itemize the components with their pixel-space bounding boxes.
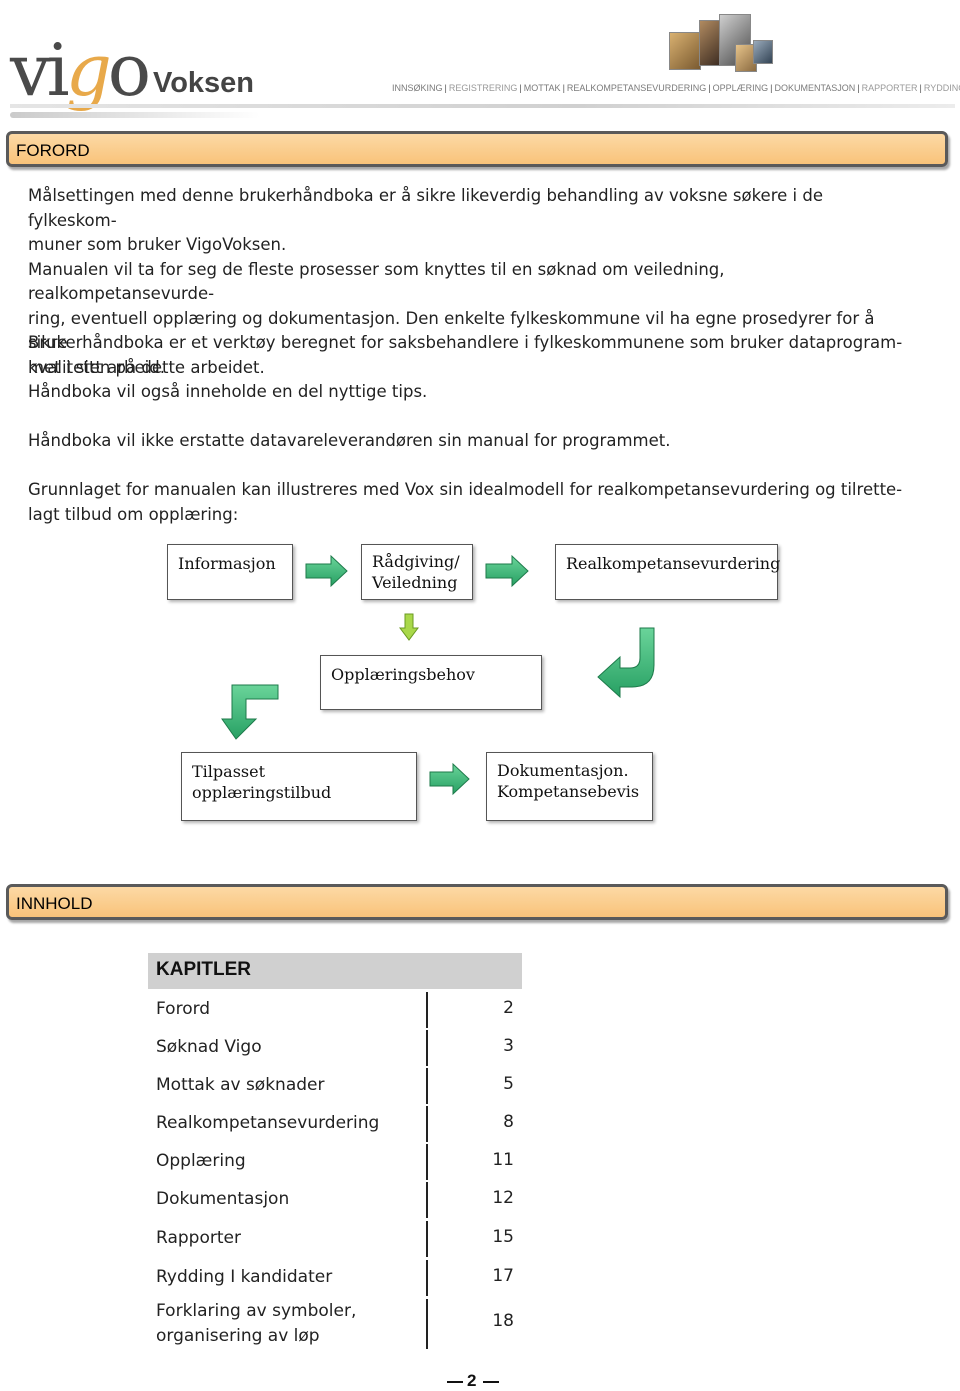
nav-item-realkompetansevurdering[interactable]: REALKOMPETANSEVURDERING bbox=[566, 83, 707, 93]
diagram-box-dokumentasjon: Dokumentasjon. Kompetansebevis bbox=[486, 752, 653, 821]
toc-row[interactable]: Rapporter 15 bbox=[148, 1221, 522, 1257]
forord-paragraph-4: Grunnlaget for manualen kan illustreres … bbox=[28, 480, 903, 524]
nav-item-mottak[interactable]: MOTTAK bbox=[523, 83, 561, 93]
header-divider bbox=[10, 104, 955, 108]
nav-item-innsoking[interactable]: INNSØKING bbox=[392, 83, 443, 93]
arrow-down-icon bbox=[399, 613, 419, 641]
toc-row[interactable]: Søknad Vigo 3 bbox=[148, 1030, 522, 1066]
toc-row[interactable]: Forklaring av symboler, organisering av … bbox=[148, 1299, 522, 1349]
toc-header-label: KAPITLER bbox=[156, 959, 251, 980]
section-bar-innhold: INNHOLD bbox=[6, 884, 948, 920]
diagram-arrows bbox=[221, 554, 655, 796]
logo-voksen-text: Voksen bbox=[153, 67, 255, 99]
arrow-right-icon bbox=[305, 554, 348, 588]
forord-paragraph-2: Brukerhåndboka er et verktøy beregnet fo… bbox=[28, 333, 903, 401]
section-title-innhold: INNHOLD bbox=[16, 894, 93, 913]
toc-row[interactable]: Dokumentasjon 12 bbox=[148, 1182, 522, 1218]
bent-arrow-icon bbox=[221, 684, 279, 740]
toc-row[interactable]: Rydding I kandidater 17 bbox=[148, 1260, 522, 1296]
vox-ideal-model-diagram: Informasjon Rådgiving/ Veiledning Realko… bbox=[0, 535, 960, 835]
nav-item-opplaering[interactable]: OPPLÆRING bbox=[712, 83, 769, 93]
toc-row[interactable]: Opplæring 11 bbox=[148, 1144, 522, 1180]
nav-item-registrering[interactable]: REGISTRERING bbox=[448, 83, 518, 93]
toc-header: KAPITLER bbox=[148, 953, 522, 989]
diagram-box-realkompetansevurdering: Realkompetansevurdering bbox=[555, 544, 780, 600]
diagram-box-radgiving: Rådgiving/ Veiledning bbox=[361, 544, 473, 600]
toc-row[interactable]: Realkompetansevurdering 8 bbox=[148, 1106, 522, 1142]
arrow-right-icon bbox=[429, 762, 470, 796]
forord-paragraph-3: Håndboka vil ikke erstatte datavarelever… bbox=[28, 431, 671, 450]
section-bar-forord: FORORD bbox=[6, 131, 948, 167]
vigo-voksen-logo: vigo Voksen bbox=[10, 28, 260, 118]
nav-item-dokumentasjon[interactable]: DOKUMENTASJON bbox=[774, 83, 856, 93]
forord-paragraph-1: Målsettingen med denne brukerhåndboka er… bbox=[28, 186, 875, 377]
page-number: 2 bbox=[447, 1370, 507, 1390]
diagram-box-informasjon: Informasjon bbox=[167, 544, 293, 600]
toc-row[interactable]: Forord 2 bbox=[148, 992, 522, 1028]
arrow-right-icon bbox=[485, 554, 529, 588]
diagram-box-opplaeringsbehov: Opplæringsbehov bbox=[320, 655, 542, 710]
nav-item-rydding[interactable]: RYDDING bbox=[923, 83, 960, 93]
logo-wordmark: vigo bbox=[10, 28, 151, 112]
section-title-forord: FORORD bbox=[16, 141, 90, 160]
process-nav: INNSØKING|REGISTRERING|MOTTAK|REALKOMPET… bbox=[392, 83, 960, 93]
nav-item-rapporter[interactable]: RAPPORTER bbox=[861, 83, 918, 93]
curved-arrow-icon bbox=[597, 627, 655, 699]
header-photo-collage bbox=[665, 14, 775, 76]
toc-row[interactable]: Mottak av søknader 5 bbox=[148, 1068, 522, 1104]
diagram-box-tilpasset-opplaeringstilbud: Tilpasset opplæringstilbud bbox=[181, 752, 417, 821]
logo-shadow bbox=[10, 112, 260, 118]
